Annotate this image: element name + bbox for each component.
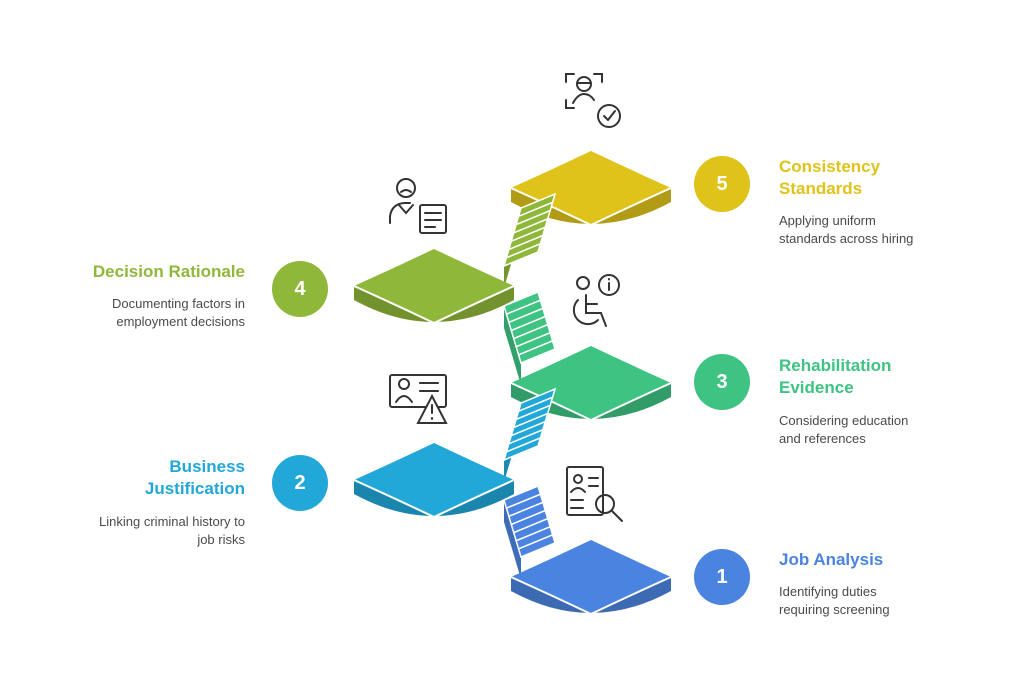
- step-5-title-line-1: Consistency: [779, 157, 881, 176]
- face-scan-check-icon: [565, 73, 621, 128]
- stair-step: [517, 192, 557, 218]
- step-3-title-line-1: Rehabilitation: [779, 356, 892, 375]
- step-2-title-line-2: Justification: [144, 479, 245, 498]
- step-4-description: Documenting factors in employment decisio…: [112, 295, 245, 331]
- step-3-badge: 3: [694, 354, 750, 410]
- step-4-title: Decision Rationale: [93, 261, 245, 283]
- stair-step: [503, 290, 542, 316]
- step-5-desc-line-1: Applying uniform: [779, 213, 876, 228]
- step-1-number: 1: [716, 565, 728, 588]
- step-3-number: 3: [716, 370, 728, 393]
- stair-flight-4: [502, 192, 557, 288]
- step-4-title-line-1: Decision Rationale: [92, 262, 245, 281]
- step-2-badge: 2: [272, 455, 328, 511]
- stair-step: [517, 387, 557, 413]
- step-3-description: Considering education and references: [779, 412, 908, 448]
- step-3-desc-line-2: and references: [779, 431, 866, 446]
- step-3-title-line-2: Evidence: [779, 378, 854, 397]
- step-5-description: Applying uniform standards across hiring: [779, 212, 913, 248]
- step-1-badge: 1: [694, 549, 750, 605]
- step-2-description: Linking criminal history to job risks: [99, 513, 245, 549]
- step-2-number: 2: [294, 471, 306, 494]
- step-4-desc-line-1: Documenting factors in: [112, 296, 245, 311]
- stair-flight-2: [502, 387, 557, 482]
- document-search-icon: [566, 466, 623, 522]
- step-2-desc-line-1: Linking criminal history to: [99, 514, 245, 529]
- platform-4: [353, 249, 515, 325]
- stair-step: [503, 484, 542, 510]
- stair-flight-3: [503, 290, 556, 385]
- step-5-badge: 5: [694, 156, 750, 212]
- step-1-description: Identifying duties requiring screening: [779, 583, 890, 619]
- step-1-title: Job Analysis: [779, 549, 883, 571]
- platform-1: [510, 540, 672, 616]
- step-5-desc-line-2: standards across hiring: [779, 231, 914, 246]
- person-document-icon: [389, 178, 447, 234]
- id-card-warning-icon: [389, 374, 448, 424]
- stair-flight-1: [503, 484, 556, 579]
- step-2-desc-line-2: job risks: [197, 532, 245, 547]
- step-4-number: 4: [294, 277, 306, 300]
- step-2-title-line-1: Business: [169, 457, 245, 476]
- accessibility-info-icon: [572, 274, 620, 327]
- platform-2: [353, 443, 515, 519]
- step-1-desc-line-1: Identifying duties: [779, 584, 877, 599]
- step-3-desc-line-1: Considering education: [779, 413, 909, 428]
- step-5-number: 5: [716, 172, 728, 195]
- step-5-title-line-2: Standards: [779, 179, 863, 198]
- step-1-desc-line-2: requiring screening: [779, 602, 890, 617]
- step-4-desc-line-2: employment decisions: [116, 314, 245, 329]
- step-4-badge: 4: [272, 261, 328, 317]
- step-1-title-line-1: Job Analysis: [779, 550, 884, 569]
